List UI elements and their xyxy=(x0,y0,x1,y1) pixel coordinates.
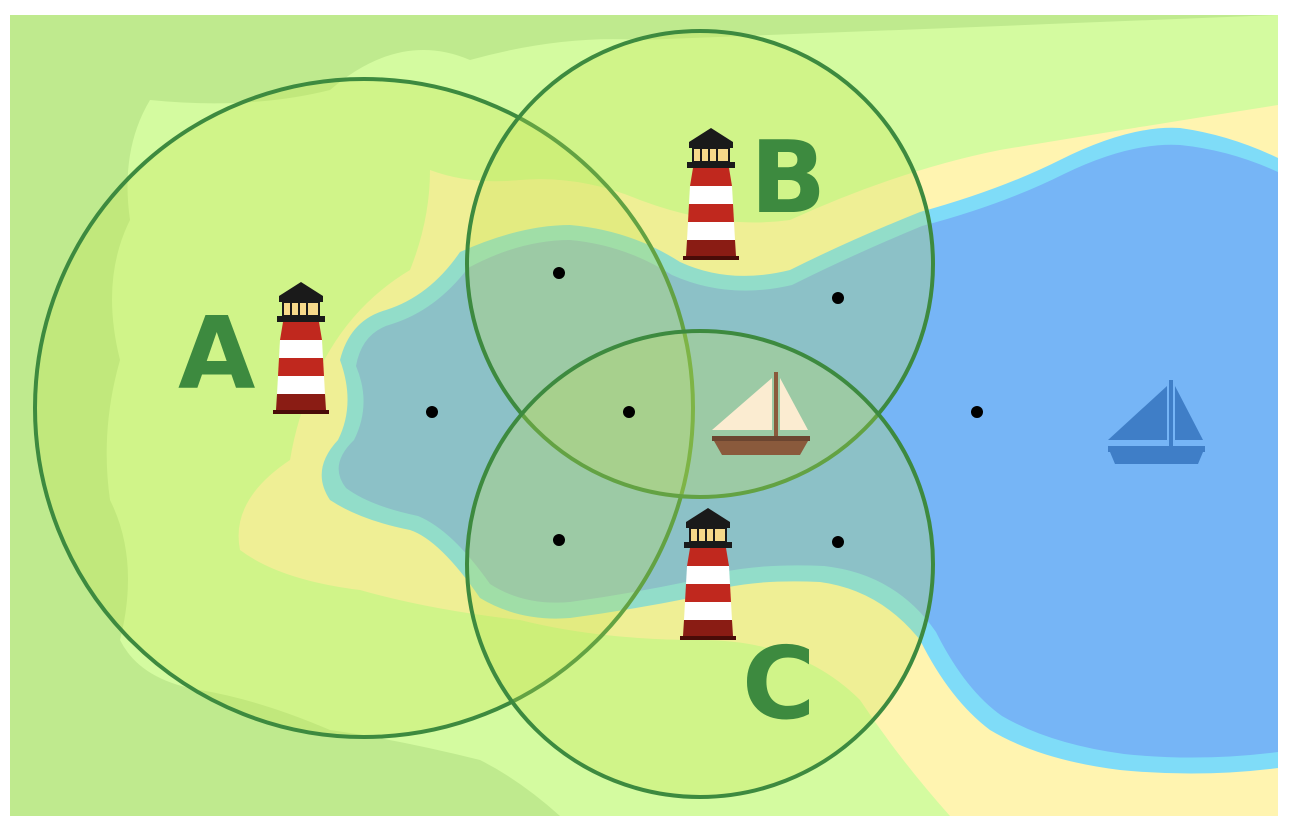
sea xyxy=(338,144,1278,758)
sailboat-icon xyxy=(712,372,810,455)
lighthouse-a xyxy=(272,281,330,415)
lighthouse-icon xyxy=(272,281,330,415)
station-label-a: A xyxy=(178,295,255,412)
position-dot xyxy=(553,534,565,546)
lighthouse-icon xyxy=(679,507,737,641)
position-dot xyxy=(426,406,438,418)
position-dots xyxy=(426,267,983,548)
position-dot xyxy=(832,292,844,304)
station-label-c: C xyxy=(742,625,815,742)
position-dot xyxy=(553,267,565,279)
lighthouse-c xyxy=(679,507,737,641)
position-dot xyxy=(623,406,635,418)
lighthouse-icon xyxy=(682,127,740,261)
station-label-b: B xyxy=(750,119,826,236)
range-circles xyxy=(33,29,935,799)
position-dot xyxy=(832,536,844,548)
position-dot xyxy=(971,406,983,418)
lighthouse-b xyxy=(682,127,740,261)
range-circle-a xyxy=(33,77,695,739)
distant-sailboat-icon xyxy=(1108,380,1205,464)
range-circle-b xyxy=(465,29,935,499)
